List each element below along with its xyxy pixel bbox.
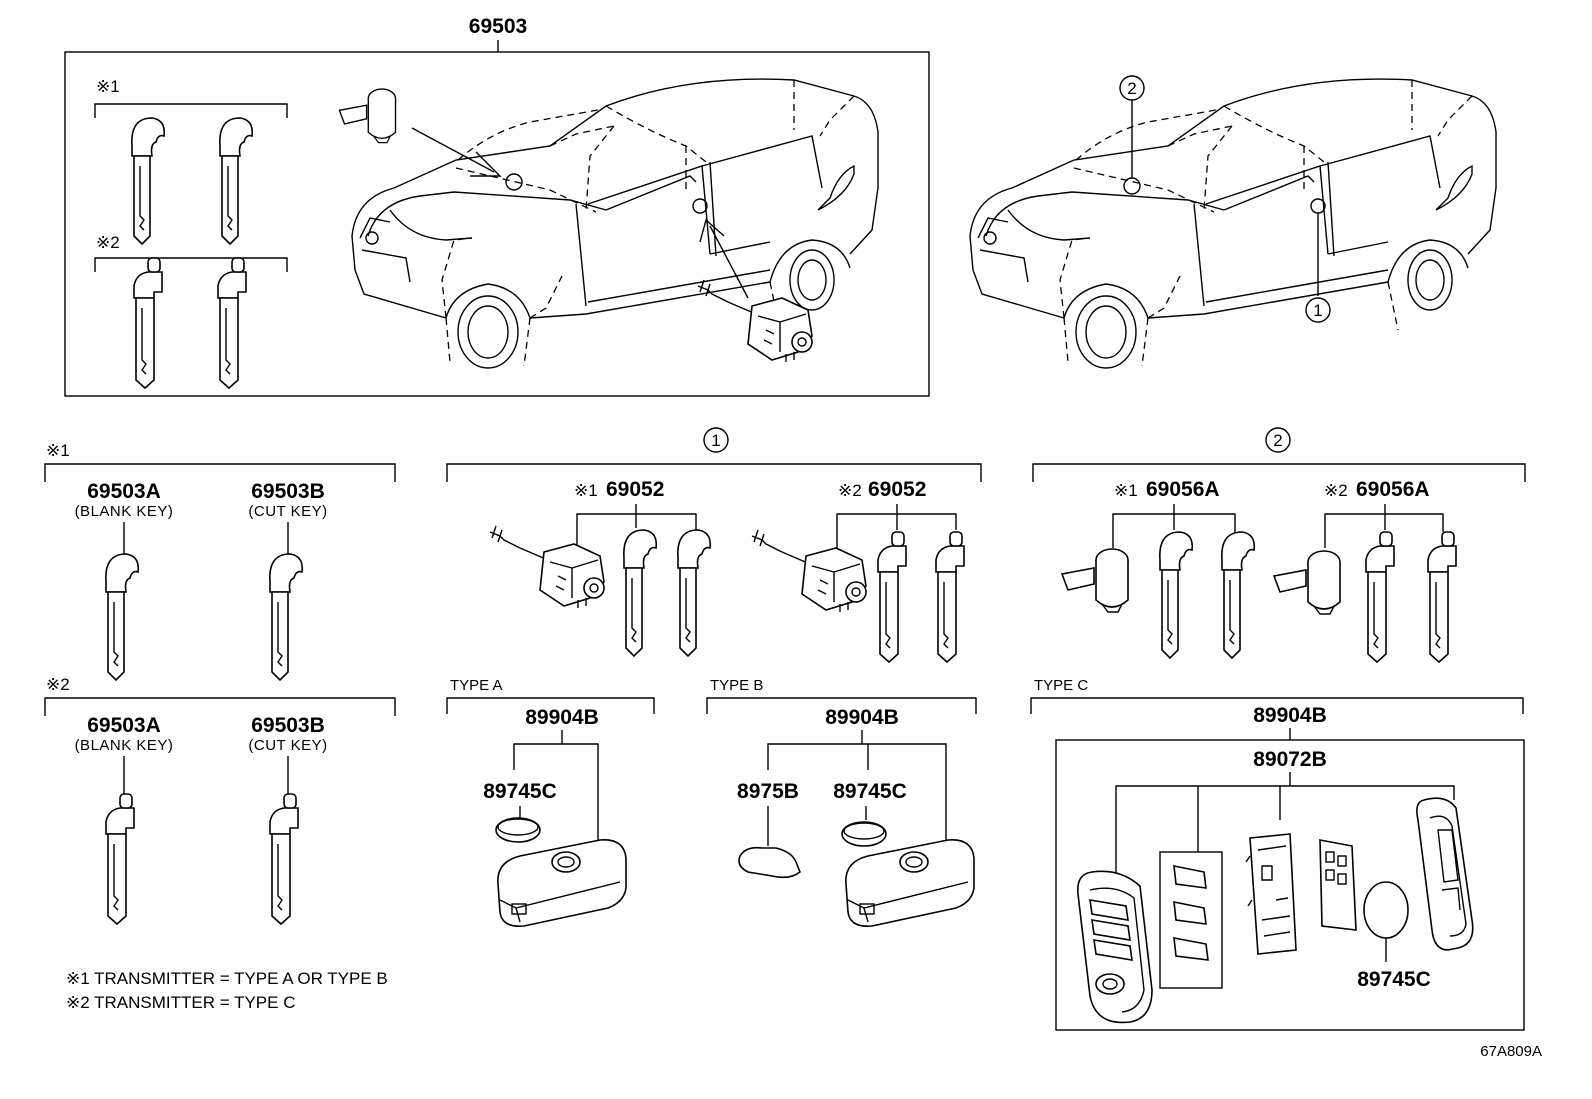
note-marker-2: ※2: [46, 675, 70, 694]
battery-part-number: 89745C: [483, 780, 557, 803]
key-square-icon: [935, 531, 965, 663]
key-square-icon: [217, 257, 247, 389]
diagram-code: 67A809A: [1480, 1043, 1542, 1060]
assembly-part-number: 69503: [469, 15, 527, 38]
key-round-icon: [1159, 531, 1194, 659]
type-c-fob-back-icon: [1416, 797, 1474, 951]
blank-key-part-number: 69503A: [87, 480, 161, 503]
blank-key-icon: [105, 793, 135, 925]
key-square-icon: [133, 257, 163, 389]
transmitter-assembly-number: 89904B: [1253, 704, 1327, 727]
note-marker-1: ※1: [46, 441, 70, 460]
key-round-icon: [623, 529, 658, 657]
blank-key-label: (BLANK KEY): [75, 737, 174, 754]
smart-key-fob-icon: [845, 839, 975, 928]
hood-lock-cylinder-icon: [1061, 548, 1129, 613]
blank-key-label: (BLANK KEY): [75, 503, 174, 520]
battery-icon: [495, 817, 541, 843]
cover-part-number: 8975B: [737, 780, 799, 803]
type-c-label: TYPE C: [1034, 677, 1088, 694]
callout-2: 2: [1127, 79, 1136, 98]
cut-key-icon: [269, 793, 299, 925]
note-marker-1: ※1: [574, 481, 598, 500]
cut-key-label: (CUT KEY): [248, 503, 327, 520]
type-c-frame: [1055, 739, 1525, 1031]
battery-part-number: 89745C: [1357, 968, 1431, 991]
key-round-icon: [219, 117, 254, 245]
type-c-circuit-board-icon: [1245, 833, 1297, 955]
callout-1: 1: [1313, 301, 1322, 320]
callout-1: 1: [711, 431, 720, 450]
smart-key-fob-icon: [497, 839, 627, 928]
transmitter-case-number: 89072B: [1253, 748, 1327, 771]
type-a-label: TYPE A: [450, 677, 503, 694]
key-round-icon: [677, 529, 712, 657]
type-c-battery-icon: [1363, 881, 1409, 939]
transmitter-cover-icon: [738, 846, 801, 879]
footnote-2: ※2 TRANSMITTER = TYPE C: [66, 993, 295, 1012]
door-lock-cylinder-icon: [697, 279, 813, 363]
hood-cylinder-part-number: 69056A: [1356, 478, 1430, 501]
key-square-icon: [1427, 531, 1457, 663]
door-cylinder-part-number: 69052: [868, 478, 926, 501]
blank-key-icon: [105, 553, 140, 681]
hood-cylinder-part-number: 69056A: [1146, 478, 1220, 501]
transmitter-assembly-number: 89904B: [825, 706, 899, 729]
type-c-button-set-icon: [1159, 851, 1223, 989]
door-lock-cylinder-icon: [751, 529, 867, 613]
note-marker-1: ※1: [96, 77, 120, 96]
battery-part-number: 89745C: [833, 780, 907, 803]
note-marker-2: ※2: [838, 481, 862, 500]
cut-key-part-number: 69503B: [251, 480, 325, 503]
cut-key-part-number: 69503B: [251, 714, 325, 737]
note-marker-2: ※2: [1324, 481, 1348, 500]
note-marker-2: ※2: [96, 233, 120, 252]
door-cylinder-part-number: 69052: [606, 478, 664, 501]
type-c-inner-board-icon: [1319, 839, 1357, 931]
type-c-fob-front-icon: [1076, 870, 1153, 1024]
car-illustration: [969, 78, 1497, 369]
blank-key-part-number: 69503A: [87, 714, 161, 737]
transmitter-assembly-number: 89904B: [525, 706, 599, 729]
key-square-icon: [877, 531, 907, 663]
type-b-label: TYPE B: [710, 677, 763, 694]
key-round-icon: [131, 117, 166, 245]
assembly-frame: [64, 51, 930, 397]
cut-key-icon: [269, 553, 304, 681]
footnote-1: ※1 TRANSMITTER = TYPE A OR TYPE B: [66, 969, 388, 988]
note-marker-1: ※1: [1114, 481, 1138, 500]
cut-key-label: (CUT KEY): [248, 737, 327, 754]
door-lock-cylinder-icon: [489, 525, 605, 609]
callout-2: 2: [1273, 431, 1282, 450]
hood-lock-cylinder-icon: [1273, 550, 1341, 615]
key-square-icon: [1365, 531, 1395, 663]
key-round-icon: [1221, 531, 1256, 659]
hood-lock-cylinder-icon: [338, 88, 397, 144]
battery-icon: [841, 821, 887, 847]
